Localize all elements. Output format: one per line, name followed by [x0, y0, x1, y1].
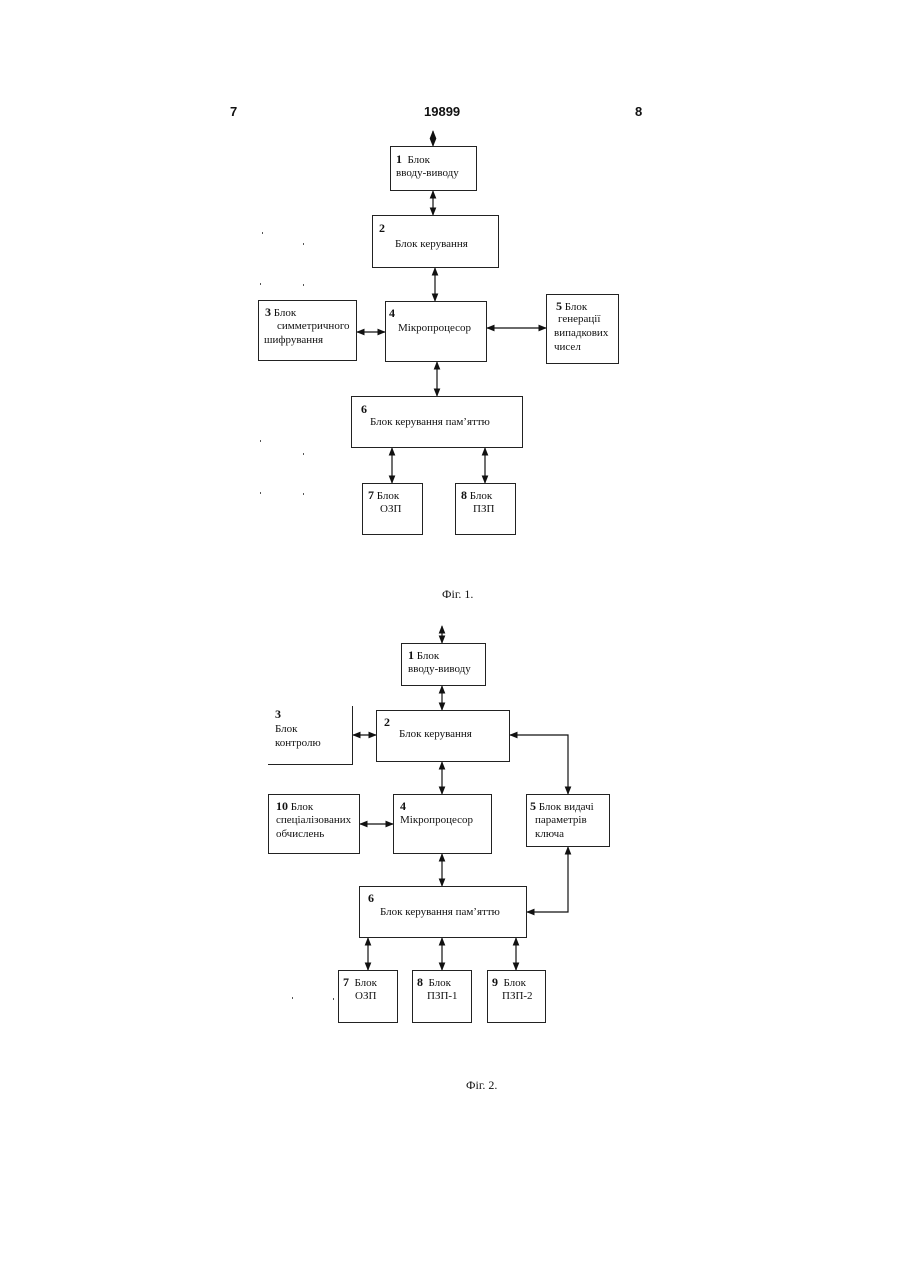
- block-number: 4: [389, 307, 395, 320]
- block-label: ПЗП-1: [427, 990, 458, 1003]
- scan-speck: [260, 283, 261, 285]
- block-label: вводу-виводу: [408, 663, 471, 676]
- block-label: Блок керування: [395, 238, 468, 251]
- block-number: 8: [417, 975, 423, 989]
- block-label: ПЗП-2: [502, 990, 533, 1003]
- block-label: ПЗП: [473, 503, 494, 516]
- fig2-block-rom-1: 8 Блок ПЗП-1: [412, 970, 472, 1023]
- fig2-block-specialized-computing: 10 Блок спеціалізованих обчислень: [268, 794, 360, 854]
- block-number: 6: [368, 892, 374, 905]
- block-number: 1: [408, 648, 414, 662]
- block-label: ОЗП: [355, 990, 376, 1003]
- block-label: спеціалізованих: [276, 814, 351, 827]
- block-label: обчислень: [276, 828, 324, 841]
- block-label: Блок: [275, 723, 298, 736]
- scan-speck: [260, 492, 261, 494]
- block-label: чисел: [554, 341, 581, 354]
- fig1-block-random-generator: 5 Блок генерації випадкових чисел: [546, 294, 619, 364]
- fig1-block-microprocessor: 4 Мікропроцесор: [385, 301, 487, 362]
- block-label: Блок видачі: [539, 801, 594, 813]
- block-label: Блок: [408, 154, 431, 166]
- scan-speck: [260, 440, 261, 442]
- scan-speck: [303, 493, 304, 495]
- block-number: 6: [361, 403, 367, 416]
- block-label: Блок: [429, 977, 452, 989]
- block-label: Мікропроцесор: [400, 814, 473, 827]
- fig2-block-microprocessor: 4 Мікропроцесор: [393, 794, 492, 854]
- block-label: шифрування: [264, 334, 323, 347]
- fig2-arrow-2-5: [510, 735, 568, 794]
- fig1-block-memory-control: 6 Блок керування пам’яттю: [351, 396, 523, 448]
- block-number: 4: [400, 800, 406, 813]
- block-label: Блок: [504, 977, 527, 989]
- block-label: ОЗП: [380, 503, 401, 516]
- scan-speck: [303, 453, 304, 455]
- block-number: 2: [384, 716, 390, 729]
- block-number: 3: [265, 305, 271, 319]
- block-label: Мікропроцесор: [398, 322, 471, 335]
- fig2-block-control: 2 Блок керування: [376, 710, 510, 762]
- block-label: Блок керування пам’яттю: [380, 906, 500, 919]
- fig2-block-key-parameters: 5 Блок видачі параметрів ключа: [526, 794, 610, 847]
- block-number: 7: [368, 488, 374, 502]
- fig1-caption: Фіг. 1.: [442, 587, 473, 602]
- block-label: ключа: [535, 828, 564, 841]
- fig2-block-monitoring: 3 Блок контролю: [268, 706, 353, 765]
- block-label: генерації: [558, 313, 600, 326]
- block-number: 5: [530, 799, 536, 813]
- fig2-block-memory-control: 6 Блок керування пам’яттю: [359, 886, 527, 938]
- fig1-block-ram: 7 Блок ОЗП: [362, 483, 423, 535]
- fig2-arrow-5-6: [527, 847, 568, 912]
- fig1-block-control: 2 Блок керування: [372, 215, 499, 268]
- fig2-caption: Фіг. 2.: [466, 1078, 497, 1093]
- block-label: Блок керування пам’яттю: [370, 416, 490, 429]
- fig1-block-rom: 8 Блок ПЗП: [455, 483, 516, 535]
- block-label: контролю: [275, 737, 321, 750]
- block-number: 1: [396, 152, 402, 166]
- block-number: 10: [276, 799, 288, 813]
- block-label: випадкових: [554, 327, 608, 340]
- fig1-block-io: 1 Блок вводу-виводу: [390, 146, 477, 191]
- scan-speck: [303, 284, 304, 286]
- block-number: 9: [492, 975, 498, 989]
- scan-speck: [262, 232, 263, 234]
- scan-speck: [292, 997, 293, 999]
- block-number: 3: [275, 708, 281, 721]
- block-label: Блок: [470, 490, 493, 502]
- block-label: Блок: [417, 650, 440, 662]
- scan-speck: [333, 998, 334, 1000]
- block-label: Блок керування: [399, 728, 472, 741]
- block-number: 2: [379, 222, 385, 235]
- block-label: вводу-виводу: [396, 167, 459, 180]
- block-number: 7: [343, 975, 349, 989]
- block-label: симметричного: [277, 320, 350, 333]
- block-label: параметрів: [535, 814, 587, 827]
- block-label: Блок: [355, 977, 378, 989]
- block-label: Блок: [291, 801, 314, 813]
- fig2-block-io: 1 Блок вводу-виводу: [401, 643, 486, 686]
- fig2-block-rom-2: 9 Блок ПЗП-2: [487, 970, 546, 1023]
- fig2-block-ram: 7 Блок ОЗП: [338, 970, 398, 1023]
- block-label: Блок: [565, 301, 588, 313]
- scan-speck: [303, 243, 304, 245]
- fig1-block-symmetric-encryption: 3 Блок симметричного шифрування: [258, 300, 357, 361]
- block-number: 5: [556, 299, 562, 313]
- block-label: Блок: [377, 490, 400, 502]
- block-number: 8: [461, 488, 467, 502]
- block-label: Блок: [274, 307, 297, 319]
